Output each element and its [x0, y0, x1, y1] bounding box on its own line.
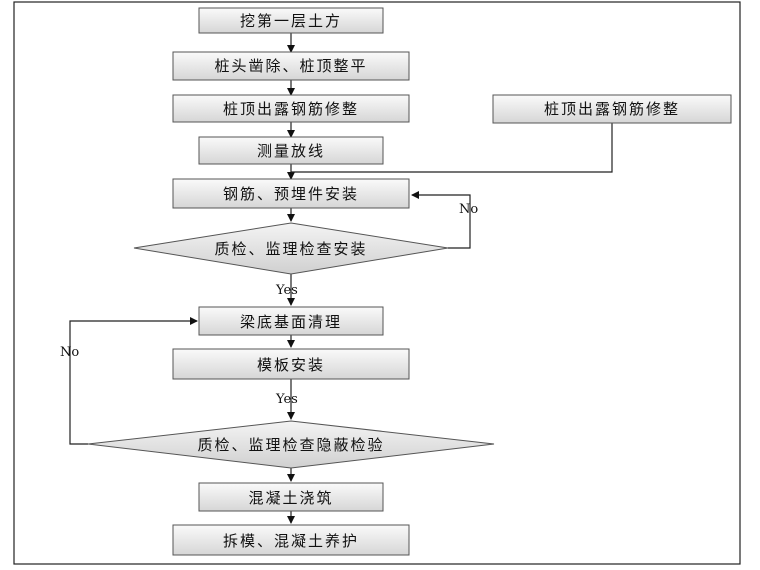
outer-frame — [13, 1, 741, 565]
step-box-2 — [172, 51, 410, 81]
step-9-text: 拆模、混凝土养护 — [223, 532, 359, 550]
step-7-text: 模板安装 — [257, 356, 325, 374]
step-1-text: 挖第一层土方 — [240, 12, 342, 30]
step-6-text: 梁底基面清理 — [240, 313, 342, 331]
step-2-text: 桩头凿除、桩顶整平 — [214, 57, 367, 75]
step-8-text: 混凝土浇筑 — [248, 489, 333, 507]
no-label-2: No — [60, 345, 79, 360]
step-box-9 — [172, 524, 410, 556]
decision-2-text: 质检、监理检查隐蔽检验 — [197, 436, 384, 454]
step-box-6 — [198, 306, 384, 336]
step-box-3 — [172, 94, 410, 123]
step-4-text: 测量放线 — [257, 142, 325, 160]
connectors — [69, 33, 613, 524]
no-label-1: No — [459, 202, 478, 217]
yes-label-1: Yes — [275, 283, 298, 298]
decision-diamond-1 — [133, 222, 449, 275]
decision-diamond-2 — [87, 420, 495, 469]
side-step-box — [492, 94, 732, 124]
arrow-decision1-no-loop — [411, 191, 471, 249]
step-box-4 — [198, 136, 384, 165]
step-box-1 — [198, 7, 384, 34]
connector-side-step — [291, 123, 613, 173]
step-3-text: 桩顶出露钢筋修整 — [223, 100, 359, 118]
side-step-text: 桩顶出露钢筋修整 — [544, 100, 680, 118]
step-box-5 — [172, 178, 410, 209]
step-box-7 — [172, 348, 410, 380]
step-5-text: 钢筋、预埋件安装 — [223, 185, 359, 203]
decision-1-text: 质检、监理检查安装 — [214, 240, 367, 258]
step-box-8 — [198, 482, 384, 512]
yes-label-2: Yes — [275, 392, 298, 407]
arrow-decision2-no-loop — [69, 317, 198, 445]
